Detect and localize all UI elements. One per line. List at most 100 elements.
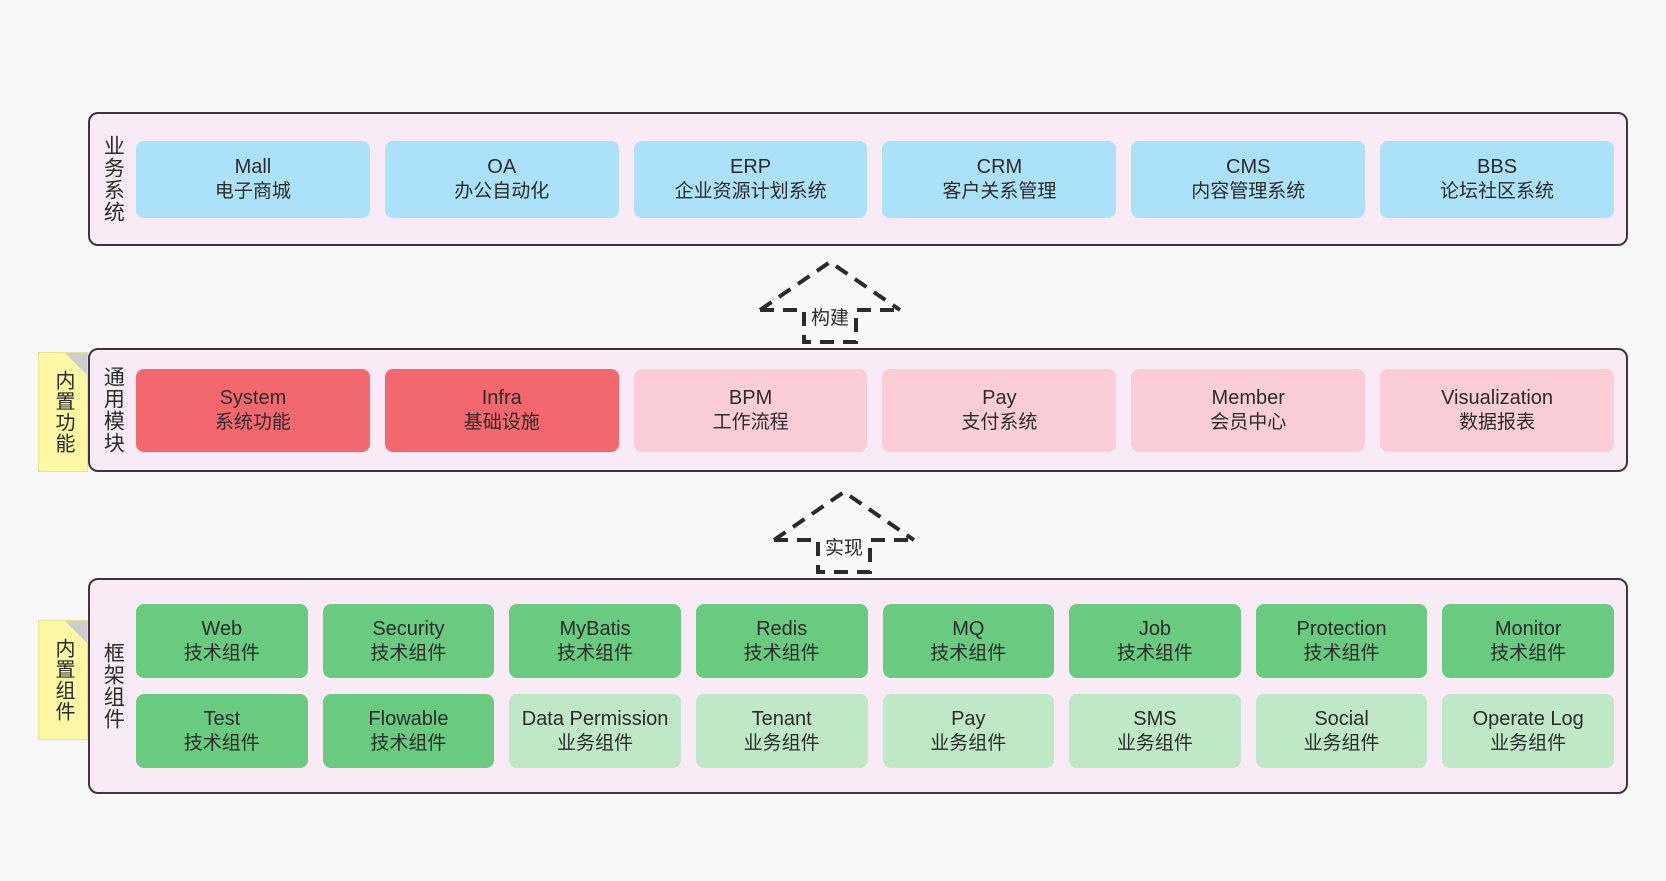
node-job[interactable]: Job 技术组件 xyxy=(1069,604,1241,678)
connector-label-build: 构建 xyxy=(810,308,850,329)
node-subtitle: 技术组件 xyxy=(930,642,1007,664)
node-subtitle: 论坛社区系统 xyxy=(1440,180,1555,202)
node-web[interactable]: Web 技术组件 xyxy=(136,604,308,678)
node-tenant[interactable]: Tenant 业务组件 xyxy=(695,694,868,768)
node-pay-module[interactable]: Pay 支付系统 xyxy=(882,368,1117,452)
node-subtitle: 基础设施 xyxy=(463,411,540,433)
node-subtitle: 支付系统 xyxy=(961,411,1038,433)
node-row: Test 技术组件 Flowable 技术组件 Data Permission … xyxy=(136,694,1614,768)
sticky-note-builtin-component: 内置组件 xyxy=(38,620,88,740)
node-bbs[interactable]: BBS 论坛社区系统 xyxy=(1380,140,1614,218)
node-protection[interactable]: Protection 技术组件 xyxy=(1255,604,1428,678)
node-operate-log[interactable]: Operate Log 业务组件 xyxy=(1442,694,1614,768)
layer-body-common-modules: System 系统功能 Infra 基础设施 BPM 工作流程 Pay 支付系统… xyxy=(134,350,1626,470)
node-title: BPM xyxy=(728,387,773,410)
node-title: Data Permission xyxy=(521,708,669,731)
node-sms[interactable]: SMS 业务组件 xyxy=(1069,694,1241,768)
node-subtitle: 业务组件 xyxy=(1116,732,1193,754)
layer-framework-components: 框架组件 Web 技术组件 Security 技术组件 MyBatis 技术组件… xyxy=(88,578,1628,794)
node-subtitle: 业务组件 xyxy=(1490,732,1567,754)
node-subtitle: 技术组件 xyxy=(370,642,447,664)
sticky-note-label: 内置组件 xyxy=(52,638,74,722)
layer-business-systems: 业务系统 Mall 电子商城 OA 办公自动化 ERP 企业资源计划系统 CRM… xyxy=(88,112,1628,246)
node-title: Redis xyxy=(756,618,808,641)
node-visualization[interactable]: Visualization 数据报表 xyxy=(1380,368,1614,452)
node-subtitle: 技术组件 xyxy=(183,732,260,754)
node-title: Monitor xyxy=(1494,618,1562,641)
node-social[interactable]: Social 业务组件 xyxy=(1255,694,1428,768)
node-title: CMS xyxy=(1226,156,1271,179)
node-test[interactable]: Test 技术组件 xyxy=(136,694,308,768)
dashed-hollow-arrow-up-icon xyxy=(772,489,916,574)
node-title: MQ xyxy=(952,618,985,641)
node-subtitle: 电子商城 xyxy=(214,180,291,202)
node-mybatis[interactable]: MyBatis 技术组件 xyxy=(509,604,681,678)
node-title: Tenant xyxy=(751,708,812,731)
node-title: Job xyxy=(1138,618,1172,641)
node-subtitle: 数据报表 xyxy=(1459,411,1536,433)
folded-corner-icon xyxy=(65,353,87,375)
node-subtitle: 系统功能 xyxy=(214,411,291,433)
node-data-permission[interactable]: Data Permission 业务组件 xyxy=(509,694,681,768)
node-row: Mall 电子商城 OA 办公自动化 ERP 企业资源计划系统 CRM 客户关系… xyxy=(136,140,1614,218)
node-subtitle: 技术组件 xyxy=(557,642,634,664)
layer-label-common-modules: 通用模块 xyxy=(101,366,125,454)
node-title: SMS xyxy=(1133,708,1177,731)
node-subtitle: 办公自动化 xyxy=(454,180,550,202)
connector-label-implement: 实现 xyxy=(824,538,864,559)
node-subtitle: 技术组件 xyxy=(1303,642,1380,664)
node-subtitle: 技术组件 xyxy=(370,732,447,754)
layer-label-framework-components: 框架组件 xyxy=(101,642,125,730)
node-title: System xyxy=(219,387,287,410)
node-system[interactable]: System 系统功能 xyxy=(136,368,370,452)
layer-body-business-systems: Mall 电子商城 OA 办公自动化 ERP 企业资源计划系统 CRM 客户关系… xyxy=(134,114,1626,244)
node-subtitle: 技术组件 xyxy=(1116,642,1193,664)
node-title: Operate Log xyxy=(1472,708,1584,731)
node-subtitle: 技术组件 xyxy=(1490,642,1567,664)
node-subtitle: 技术组件 xyxy=(183,642,260,664)
node-security[interactable]: Security 技术组件 xyxy=(322,604,495,678)
node-bpm[interactable]: BPM 工作流程 xyxy=(633,368,868,452)
node-title: Security xyxy=(372,618,445,641)
layer-label-business-systems: 业务系统 xyxy=(101,135,125,223)
sticky-note-builtin-function: 内置功能 xyxy=(38,352,88,472)
node-title: Pay xyxy=(951,708,986,731)
node-title: Social xyxy=(1314,708,1369,731)
node-title: Protection xyxy=(1296,618,1387,641)
node-flowable[interactable]: Flowable 技术组件 xyxy=(322,694,495,768)
node-subtitle: 内容管理系统 xyxy=(1191,180,1306,202)
node-row: System 系统功能 Infra 基础设施 BPM 工作流程 Pay 支付系统… xyxy=(136,368,1614,452)
node-redis[interactable]: Redis 技术组件 xyxy=(695,604,868,678)
sticky-note-label: 内置功能 xyxy=(52,370,74,454)
node-crm[interactable]: CRM 客户关系管理 xyxy=(882,140,1117,218)
node-subtitle: 工作流程 xyxy=(712,411,789,433)
node-title: Infra xyxy=(481,387,522,410)
folded-corner-icon xyxy=(65,621,87,643)
node-subtitle: 业务组件 xyxy=(1303,732,1380,754)
connector-build: 构建 xyxy=(758,258,902,344)
connector-implement: 实现 xyxy=(772,488,916,574)
node-title: Pay xyxy=(982,387,1017,410)
node-oa[interactable]: OA 办公自动化 xyxy=(384,140,619,218)
node-subtitle: 业务组件 xyxy=(557,732,634,754)
node-pay-component[interactable]: Pay 业务组件 xyxy=(882,694,1055,768)
node-title: CRM xyxy=(976,156,1023,179)
node-title: Member xyxy=(1211,387,1285,410)
node-title: Test xyxy=(203,708,241,731)
node-subtitle: 业务组件 xyxy=(930,732,1007,754)
layer-body-framework-components: Web 技术组件 Security 技术组件 MyBatis 技术组件 Redi… xyxy=(134,580,1626,792)
node-monitor[interactable]: Monitor 技术组件 xyxy=(1442,604,1614,678)
node-member[interactable]: Member 会员中心 xyxy=(1131,368,1366,452)
node-row: Web 技术组件 Security 技术组件 MyBatis 技术组件 Redi… xyxy=(136,604,1614,678)
node-mq[interactable]: MQ 技术组件 xyxy=(882,604,1055,678)
node-subtitle: 会员中心 xyxy=(1210,411,1287,433)
node-mall[interactable]: Mall 电子商城 xyxy=(136,140,370,218)
node-erp[interactable]: ERP 企业资源计划系统 xyxy=(633,140,868,218)
layer-common-modules: 通用模块 System 系统功能 Infra 基础设施 BPM 工作流程 Pay… xyxy=(88,348,1628,472)
node-cms[interactable]: CMS 内容管理系统 xyxy=(1131,140,1366,218)
node-infra[interactable]: Infra 基础设施 xyxy=(384,368,619,452)
node-title: BBS xyxy=(1477,156,1518,179)
node-subtitle: 客户关系管理 xyxy=(942,180,1057,202)
node-title: OA xyxy=(487,156,517,179)
